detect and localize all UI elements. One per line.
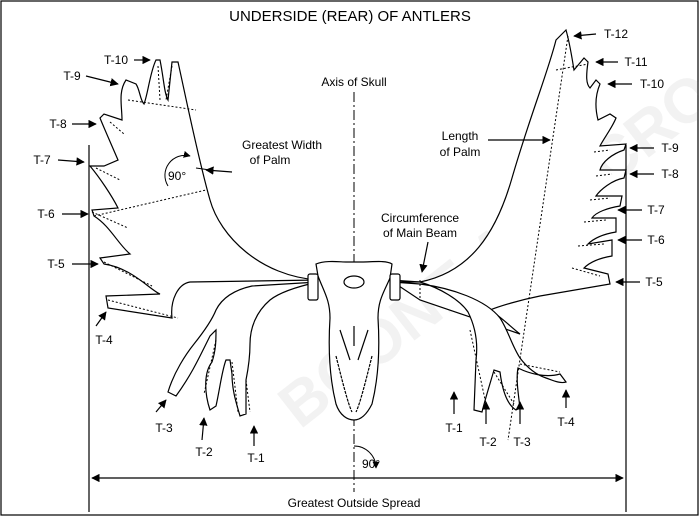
greatest-width-label-2: of Palm [250, 153, 291, 167]
axis-angle-label: 90° [362, 457, 380, 471]
left-tine-t2: T-2 [195, 445, 213, 459]
length-of-palm-label-1: Length [442, 129, 479, 143]
left-tine-t1: T-1 [247, 451, 265, 465]
left-tine-t10: T-10 [104, 53, 128, 67]
right-tine-t7: T-7 [647, 203, 665, 217]
greatest-width-pointer [206, 170, 232, 172]
left-tine-t4: T-4 [95, 333, 113, 347]
palm-angle-label: 90° [168, 169, 186, 183]
right-tine-t6: T-6 [647, 233, 665, 247]
right-tine-t4: T-4 [557, 415, 575, 429]
greatest-width-label-1: Greatest Width [242, 138, 322, 152]
length-of-palm-label-2: of Palm [440, 145, 481, 159]
left-tine-t6: T-6 [37, 207, 55, 221]
right-tine-t11: T-11 [624, 55, 647, 69]
left-tine-t7: T-7 [33, 153, 51, 167]
right-tine-t3: T-3 [513, 435, 531, 449]
left-tine-t8: T-8 [49, 117, 67, 131]
left-tine-t9: T-9 [63, 69, 81, 83]
axis-of-skull-label: Axis of Skull [321, 75, 386, 89]
right-tine-t12: T-12 [604, 27, 628, 41]
right-tine-t8: T-8 [661, 167, 679, 181]
circumference-label-2: of Main Beam [383, 226, 457, 240]
circumference-label-1: Circumference [381, 211, 459, 225]
right-tine-t9: T-9 [661, 141, 679, 155]
greatest-outside-spread-label: Greatest Outside Spread [288, 496, 421, 510]
diagram-title: UNDERSIDE (REAR) OF ANTLERS [229, 8, 471, 25]
left-tine-t5: T-5 [47, 257, 65, 271]
right-tine-t2: T-2 [479, 435, 497, 449]
right-tine-t5: T-5 [645, 275, 663, 289]
right-tine-t1: T-1 [445, 421, 463, 435]
left-tine-t3: T-3 [155, 421, 173, 435]
right-tine-t10: T-10 [640, 77, 664, 91]
left-antler [90, 60, 318, 416]
